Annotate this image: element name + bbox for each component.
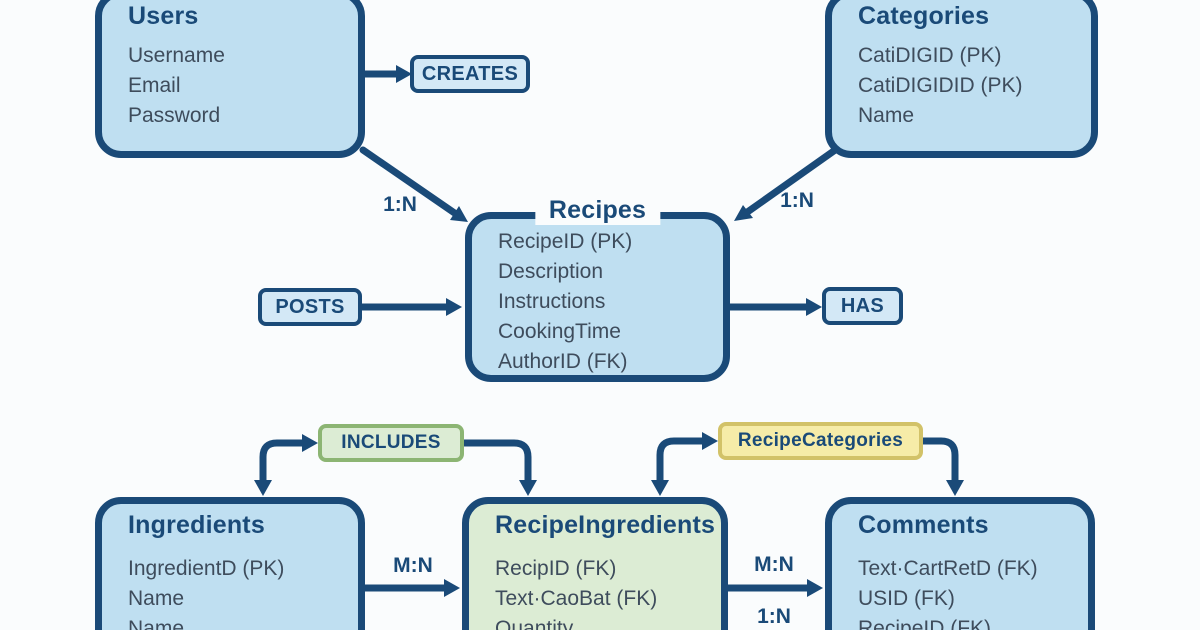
entity-ingredients: Ingredients IngredientD (PK) Name Name	[95, 497, 365, 630]
field-quantity: Quantity	[495, 617, 574, 630]
entity-ingredients-fields: IngredientD (PK) Name Name	[102, 554, 358, 630]
entity-users-fields: Username Email Password	[102, 41, 358, 131]
cardinality-ingredients-recipeingredients: M:N	[393, 554, 433, 577]
field-usid: USID (FK)	[858, 587, 955, 610]
entity-comments-title: Comments	[858, 511, 989, 539]
arrow-categories-recipes	[734, 144, 842, 221]
field-password: Password	[128, 104, 221, 127]
field-comments-recipeid: RecipeID (FK)	[858, 617, 992, 630]
field-text-cartretd: Text·CartRetD (FK)	[858, 557, 1038, 580]
entity-recipe-ingredients: RecipeIngredients RecipID (FK) Text·CaoB…	[462, 497, 728, 630]
entity-users: Users Username Email Password	[95, 0, 365, 158]
relationship-posts: POSTS	[258, 288, 362, 326]
cardinality-recipeingredients-comments-upper: M:N	[754, 553, 794, 576]
field-ingredient-name: Name	[128, 587, 185, 610]
entity-users-title: Users	[128, 2, 199, 30]
entity-comments: Comments Text·CartRetD (FK) USID (FK) Re…	[825, 497, 1095, 630]
entity-recipes-title: Recipes	[534, 195, 661, 225]
field-email: Email	[128, 74, 181, 97]
arrow-recipecategories-comments	[919, 437, 964, 496]
entity-categories-title: Categories	[858, 2, 990, 30]
entity-recipe-ingredients-title: RecipeIngredients	[495, 511, 716, 539]
entity-categories: Categories CatiDIGID (PK) CatiDIGIDID (P…	[825, 0, 1098, 158]
entity-ingredients-title: Ingredients	[128, 511, 265, 539]
field-cookingtime: CookingTime	[498, 320, 621, 343]
field-name: Name	[858, 104, 915, 127]
relationship-recipecategories: RecipeCategories	[718, 422, 923, 460]
arrow-includes-recipeingredients	[460, 439, 537, 496]
entity-categories-fields: CatiDIGID (PK) CatiDIGIDID (PK) Name	[832, 41, 1091, 131]
field-username: Username	[128, 44, 225, 67]
relationship-includes: INCLUDES	[318, 424, 464, 462]
arrow-recipeingredients-comments	[724, 579, 823, 597]
arrow-posts-recipes	[358, 298, 462, 316]
arrow-users-creates	[361, 65, 412, 83]
entity-recipe-ingredients-fields: RecipID (FK) Text·CaoBat (FK) Quantity	[469, 554, 721, 630]
field-description: Description	[498, 260, 604, 283]
relationship-has: HAS	[822, 287, 903, 325]
arrow-ingredients-includes	[254, 434, 318, 496]
field-authorid: AuthorID (FK)	[498, 350, 628, 373]
cardinality-users-recipes: 1:N	[383, 193, 417, 216]
field-instructions: Instructions	[498, 290, 606, 313]
cardinality-recipeingredients-comments-lower: 1:N	[757, 605, 791, 628]
field-catidigid: CatiDIGID (PK)	[858, 44, 1002, 67]
field-ingredientd: IngredientD (PK)	[128, 557, 285, 580]
relationship-creates: CREATES	[410, 55, 530, 93]
entity-recipes: Recipes RecipeID (PK) Description Instru…	[465, 195, 730, 382]
field-recipeid: RecipeID (PK)	[498, 230, 633, 253]
field-ingredient-name-2: Name	[128, 617, 185, 630]
entity-comments-fields: Text·CartRetD (FK) USID (FK) RecipeID (F…	[832, 554, 1088, 630]
cardinality-categories-recipes: 1:N	[780, 189, 814, 212]
arrow-recipeingredients-recipecategories	[651, 432, 718, 496]
entity-recipes-fields: RecipeID (PK) Description Instructions C…	[472, 227, 723, 377]
field-text-caobat: Text·CaoBat (FK)	[495, 587, 658, 610]
field-recipid: RecipID (FK)	[495, 557, 617, 580]
arrow-recipes-has	[726, 298, 822, 316]
arrow-users-recipes	[359, 146, 468, 222]
arrow-ingredients-recipeingredients	[361, 579, 460, 597]
field-catidigidid: CatiDIGIDID (PK)	[858, 74, 1023, 97]
